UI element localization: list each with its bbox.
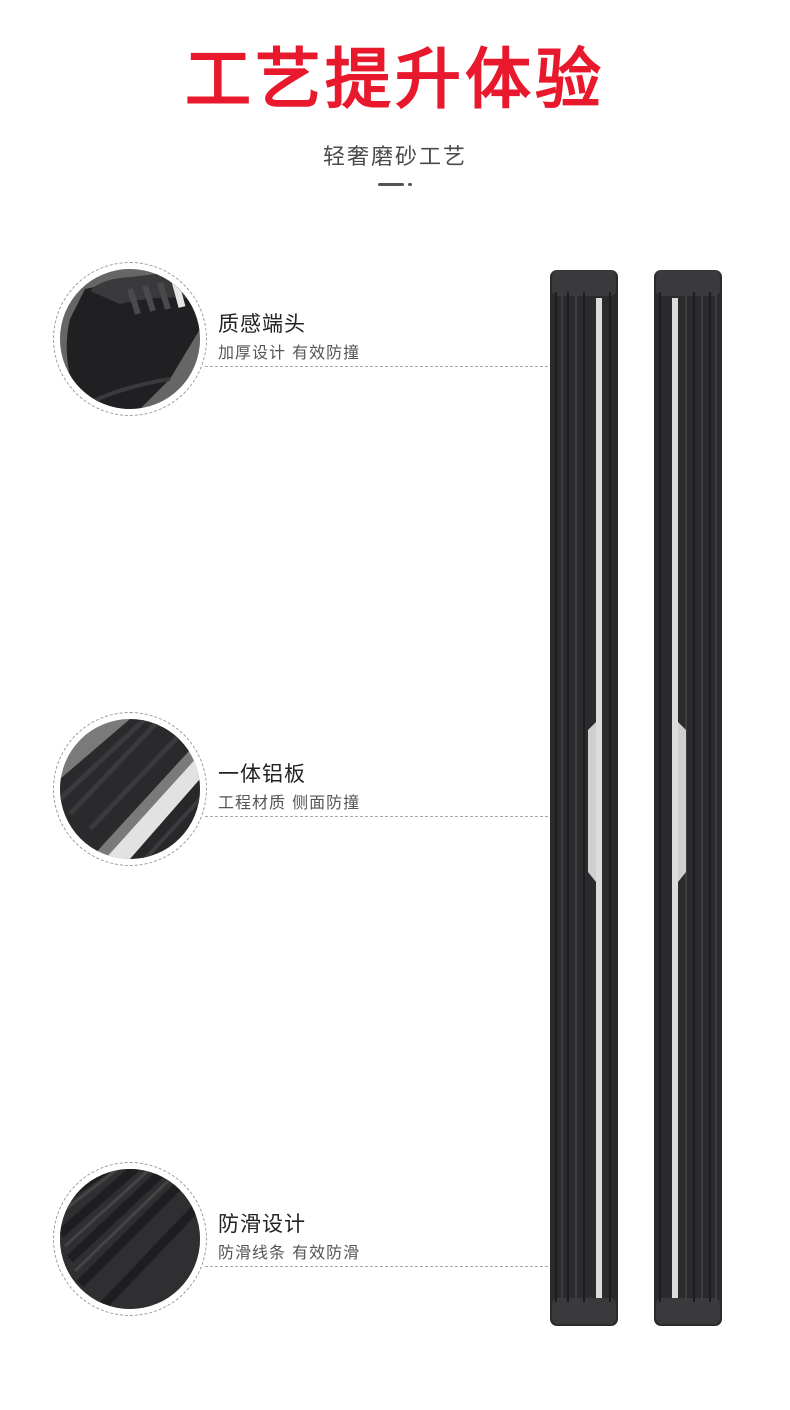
aluminum-plate-closeup-icon bbox=[60, 719, 200, 859]
feature-title: 质感端头 bbox=[218, 312, 306, 336]
feature-desc: 加厚设计 有效防撞 bbox=[218, 343, 361, 362]
feature-item-anti-slip: 防滑设计 防滑线条 有效防滑 bbox=[0, 1162, 560, 1332]
feature-item-aluminum-plate: 一体铝板 工程材质 侧面防撞 bbox=[0, 712, 560, 882]
feature-title: 一体铝板 bbox=[218, 762, 306, 786]
page-title: 工艺提升体验 bbox=[185, 41, 605, 118]
subtitle-underline bbox=[378, 183, 404, 186]
feature-desc: 工程材质 侧面防撞 bbox=[218, 793, 361, 812]
feature-image-ring bbox=[53, 262, 207, 416]
anti-slip-grooves-closeup-icon bbox=[60, 1169, 200, 1309]
feature-divider bbox=[205, 1266, 548, 1267]
subtitle-underline-dot bbox=[408, 183, 412, 186]
feature-image-ring bbox=[53, 1162, 207, 1316]
feature-image-ring bbox=[53, 712, 207, 866]
feature-divider bbox=[205, 816, 548, 817]
feature-title: 防滑设计 bbox=[218, 1212, 306, 1236]
feature-item-end-cap: 质感端头 加厚设计 有效防撞 bbox=[0, 262, 560, 432]
running-board-right bbox=[654, 270, 722, 1326]
end-cap-closeup-icon bbox=[60, 269, 200, 409]
feature-divider bbox=[205, 366, 548, 367]
feature-desc: 防滑线条 有效防滑 bbox=[218, 1243, 361, 1262]
product-image bbox=[540, 262, 740, 1332]
page-subtitle: 轻奢磨砂工艺 bbox=[322, 145, 467, 170]
running-board-left bbox=[550, 270, 618, 1326]
